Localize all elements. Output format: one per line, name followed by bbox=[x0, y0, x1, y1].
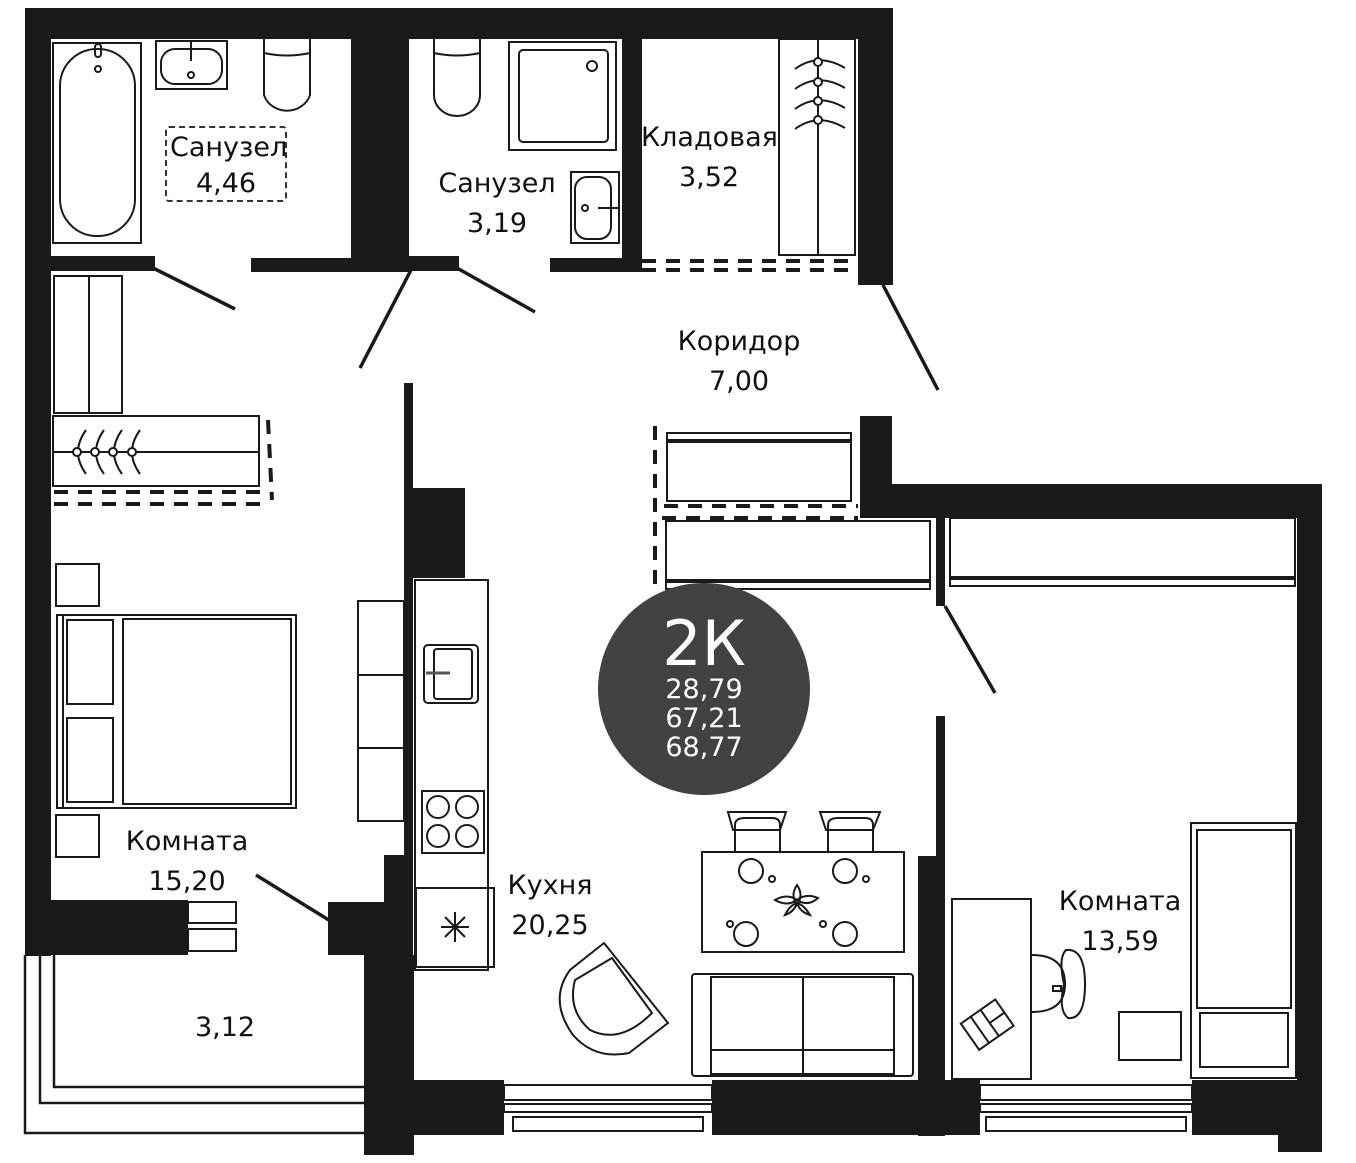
kitchen-counter-icon bbox=[414, 579, 495, 971]
total-area-with-balcony: 68,77 bbox=[665, 732, 743, 763]
windows bbox=[187, 901, 1193, 1132]
room-label-corridor: Коридор 7,00 bbox=[670, 322, 808, 402]
room-name: Кухня bbox=[507, 870, 593, 901]
room-label-kitchen: Кухня 20,25 bbox=[500, 866, 600, 946]
nightstand-icon bbox=[1118, 1011, 1182, 1061]
balcony-outline bbox=[23, 955, 364, 1135]
room-name: Коридор bbox=[677, 326, 801, 357]
desk-icon bbox=[951, 898, 1032, 1080]
room-label-balcony: 3,12 bbox=[170, 1008, 280, 1048]
room-label-bathroom-2: Санузел 3,19 bbox=[437, 164, 557, 244]
sink-icon bbox=[155, 40, 228, 90]
room-area: 20,25 bbox=[511, 910, 589, 941]
door-swings bbox=[152, 266, 997, 924]
room-area: 3,19 bbox=[466, 208, 528, 239]
wardrobe-icon bbox=[949, 517, 1296, 587]
room-label-storage: Кладовая 3,52 bbox=[641, 118, 778, 198]
single-bed-icon bbox=[1190, 822, 1297, 1079]
room-area: 15,20 bbox=[148, 866, 226, 897]
sink-icon bbox=[570, 171, 620, 244]
apartment-summary-badge: 2К 28,79 67,21 68,77 bbox=[598, 583, 810, 795]
apartment-type: 2К bbox=[662, 607, 746, 680]
room-name: Санузел bbox=[170, 132, 288, 163]
wardrobe-icon bbox=[642, 38, 856, 272]
tv-console-icon bbox=[357, 600, 405, 822]
room-area: 4,46 bbox=[195, 168, 257, 199]
sofa-icon bbox=[691, 973, 914, 1077]
room-area: 3,52 bbox=[678, 162, 740, 193]
room-area: 13,59 bbox=[1081, 926, 1159, 957]
room-area: 3,12 bbox=[194, 1012, 256, 1043]
flower-icon bbox=[773, 883, 820, 917]
room-name: Комната bbox=[125, 826, 249, 857]
room-area: 7,00 bbox=[708, 366, 770, 397]
bathtub-icon bbox=[52, 42, 142, 244]
total-area: 67,21 bbox=[665, 703, 743, 734]
wardrobe-icon bbox=[52, 415, 274, 506]
room-name: Санузел bbox=[438, 168, 556, 199]
room-name: Кладовая bbox=[641, 122, 778, 153]
room-name: Комната bbox=[1058, 886, 1182, 917]
shower-tray-icon bbox=[508, 41, 617, 151]
room-label-room-1: Комната 15,20 bbox=[122, 822, 252, 902]
living-area: 28,79 bbox=[665, 674, 743, 705]
toilet-icon bbox=[433, 39, 481, 117]
double-bed-icon bbox=[56, 614, 297, 809]
shelf-icon bbox=[53, 275, 123, 414]
armchair-icon bbox=[558, 941, 670, 1056]
dining-table-icon bbox=[701, 811, 905, 953]
toilet-icon bbox=[263, 39, 311, 112]
room-label-bathroom-1: Санузел 4,46 bbox=[165, 126, 287, 202]
walls bbox=[25, 8, 1322, 1155]
room-label-room-2: Комната 13,59 bbox=[1055, 882, 1185, 962]
nightstand-icon bbox=[55, 563, 100, 858]
office-chair-icon bbox=[1031, 948, 1087, 1020]
corridor-cabinet-icon bbox=[653, 426, 931, 590]
